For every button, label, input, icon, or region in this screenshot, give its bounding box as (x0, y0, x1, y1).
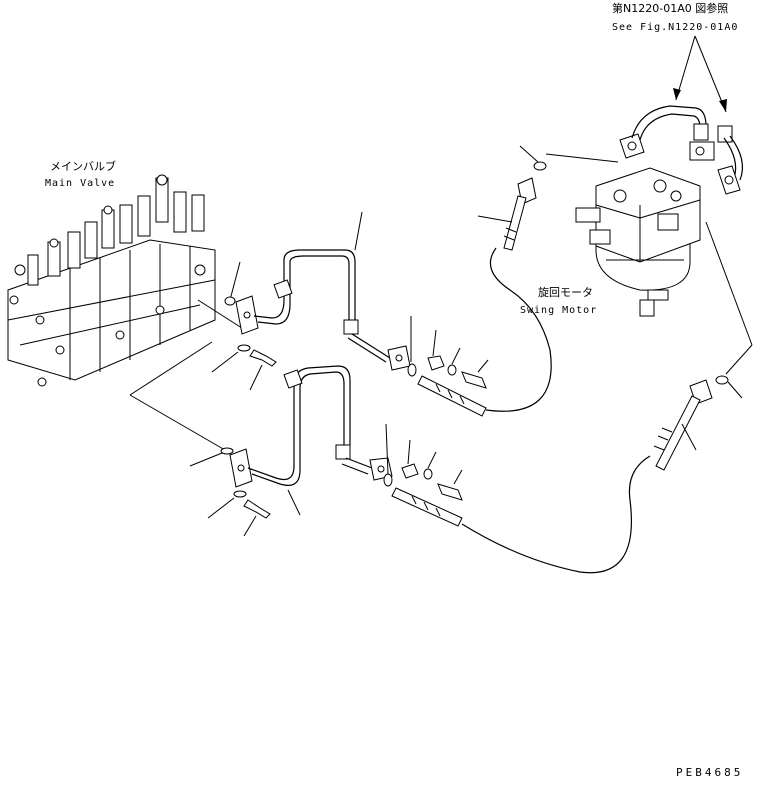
reference-arrows (673, 35, 727, 113)
reference-label-jp: 第N1220-01A0 図参照 (612, 1, 728, 15)
main-valve-leaders (129, 261, 246, 451)
reference-label-en: See Fig.N1220-01A0 (612, 22, 738, 33)
main-valve-label-jp: メインバルブ (50, 159, 116, 173)
lower-pipe (229, 365, 393, 516)
middle-fittings-upper (407, 316, 489, 417)
upper-pipe (235, 211, 411, 371)
upper-valve-fittings (211, 296, 277, 391)
lower-hose (461, 221, 753, 574)
motor-top-piping (619, 105, 743, 195)
swing-motor-label-en: Swing Motor (520, 305, 597, 316)
main-valve (7, 174, 216, 387)
swing-motor (575, 167, 701, 317)
middle-fittings-lower (383, 423, 463, 527)
drawing-code: PEB4685 (676, 766, 743, 779)
swing-motor-label-jp: 旋回モータ (538, 285, 593, 299)
main-valve-label-en: Main Valve (45, 178, 115, 189)
upper-hose (477, 145, 619, 412)
lower-valve-fittings (189, 447, 271, 537)
